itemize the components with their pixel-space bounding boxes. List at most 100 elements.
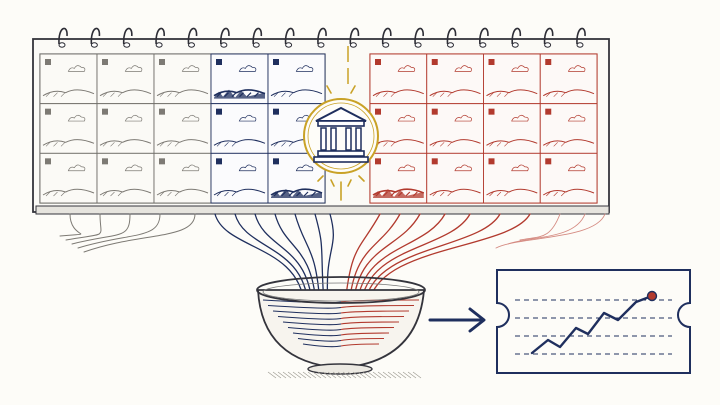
calendar-day-cell bbox=[267, 53, 326, 105]
day-marker bbox=[431, 158, 438, 165]
day-marker bbox=[545, 59, 552, 65]
day-marker bbox=[488, 158, 495, 165]
navy-stream bbox=[274, 213, 317, 306]
calendar-day-cell bbox=[369, 103, 428, 154]
landscape-sketch bbox=[213, 164, 266, 197]
binder-ring bbox=[576, 27, 586, 48]
hatch-line bbox=[347, 371, 357, 379]
calendar-day-cell bbox=[153, 53, 212, 105]
calendar-day-cell bbox=[483, 103, 541, 154]
red-swirl bbox=[340, 343, 380, 347]
trend-end-point bbox=[646, 290, 658, 302]
red-swirl bbox=[340, 304, 415, 309]
binder-ring bbox=[446, 27, 457, 48]
landscape-sketch bbox=[372, 114, 424, 147]
binder-ring bbox=[349, 27, 360, 48]
trend-line bbox=[530, 294, 654, 355]
binder-ring bbox=[122, 27, 133, 48]
hatch-line bbox=[357, 371, 367, 379]
hatch-line bbox=[342, 371, 352, 379]
bowl-foot bbox=[307, 363, 373, 375]
calendar-day-cell bbox=[426, 103, 484, 154]
landscape-sketch bbox=[542, 164, 595, 197]
landscape-sketch bbox=[156, 114, 209, 147]
calendar-day-cell bbox=[153, 103, 212, 154]
hatch-line bbox=[267, 371, 277, 379]
calendar-day-cell bbox=[153, 152, 212, 204]
red-stream bbox=[348, 213, 401, 306]
hatch-line bbox=[392, 371, 402, 379]
binder-ring bbox=[187, 27, 198, 48]
day-marker bbox=[102, 108, 108, 115]
hatch-line bbox=[307, 371, 317, 379]
day-marker bbox=[159, 108, 165, 115]
day-marker bbox=[45, 158, 51, 165]
hatch-line bbox=[312, 371, 322, 379]
gray-stream bbox=[65, 213, 102, 241]
day-marker bbox=[273, 59, 279, 65]
landscape-sketch bbox=[270, 164, 323, 198]
day-marker bbox=[216, 108, 222, 115]
calendar-day-cell bbox=[483, 152, 541, 204]
day-marker bbox=[45, 59, 51, 65]
hatch-line bbox=[402, 371, 412, 379]
calendar-board-shadow bbox=[35, 205, 610, 215]
hatch-line bbox=[287, 371, 297, 379]
calendar-day-cell bbox=[369, 53, 428, 105]
binder-ring bbox=[252, 27, 263, 48]
hatch-line bbox=[327, 371, 337, 379]
day-marker bbox=[545, 108, 552, 115]
landscape-sketch bbox=[542, 114, 595, 147]
calendar-day-cell bbox=[267, 152, 326, 204]
navy-swirl bbox=[277, 315, 342, 320]
red-stream bbox=[368, 213, 531, 306]
red-swirl bbox=[340, 332, 390, 336]
day-marker bbox=[102, 158, 108, 165]
navy-swirl bbox=[297, 337, 342, 342]
calendar-day-cell bbox=[483, 53, 541, 105]
landscape-sketch bbox=[486, 164, 538, 197]
navy-stream bbox=[254, 213, 313, 306]
hatch-line bbox=[322, 371, 332, 379]
day-marker bbox=[45, 108, 51, 115]
hatch-line bbox=[297, 371, 307, 379]
left-calendar-grid bbox=[39, 53, 326, 204]
bowl-rim-inner bbox=[262, 282, 420, 302]
calendar-day-cell bbox=[426, 53, 484, 105]
hatch-line bbox=[362, 371, 372, 379]
hatch-line bbox=[377, 371, 387, 379]
navy-stream bbox=[234, 213, 309, 306]
binder-rings bbox=[58, 27, 586, 48]
landscape-sketch bbox=[486, 114, 538, 147]
day-marker bbox=[545, 158, 552, 165]
calendar-day-cell bbox=[210, 53, 269, 105]
navy-stream bbox=[314, 213, 325, 306]
ticket-guide-lines bbox=[515, 299, 672, 355]
calendar-icon bbox=[32, 27, 610, 215]
hatch-line bbox=[302, 371, 312, 379]
day-marker bbox=[273, 158, 279, 165]
bowl-contents bbox=[262, 299, 420, 348]
calendar-day-cell bbox=[210, 152, 269, 204]
gray-stream bbox=[71, 213, 131, 245]
binder-ring bbox=[479, 27, 489, 48]
day-marker bbox=[216, 59, 222, 65]
calendar-day-cell bbox=[39, 152, 98, 204]
binder-ring bbox=[155, 27, 165, 48]
red-swirl bbox=[340, 310, 410, 314]
red-swirl bbox=[340, 321, 400, 325]
hatch-line bbox=[292, 371, 302, 379]
landscape-sketch bbox=[42, 164, 95, 197]
gray-stream bbox=[77, 213, 161, 249]
red-stream bbox=[507, 213, 586, 245]
landscape-sketch bbox=[99, 65, 152, 97]
binder-ring bbox=[58, 27, 68, 48]
calendar-day-cell bbox=[39, 103, 98, 154]
hatch-line bbox=[407, 371, 417, 379]
trend-up-icon bbox=[530, 290, 658, 355]
data-streams bbox=[59, 213, 606, 306]
binder-ring bbox=[543, 27, 554, 48]
landscape-sketch bbox=[270, 65, 323, 97]
hatch-line bbox=[272, 371, 282, 379]
